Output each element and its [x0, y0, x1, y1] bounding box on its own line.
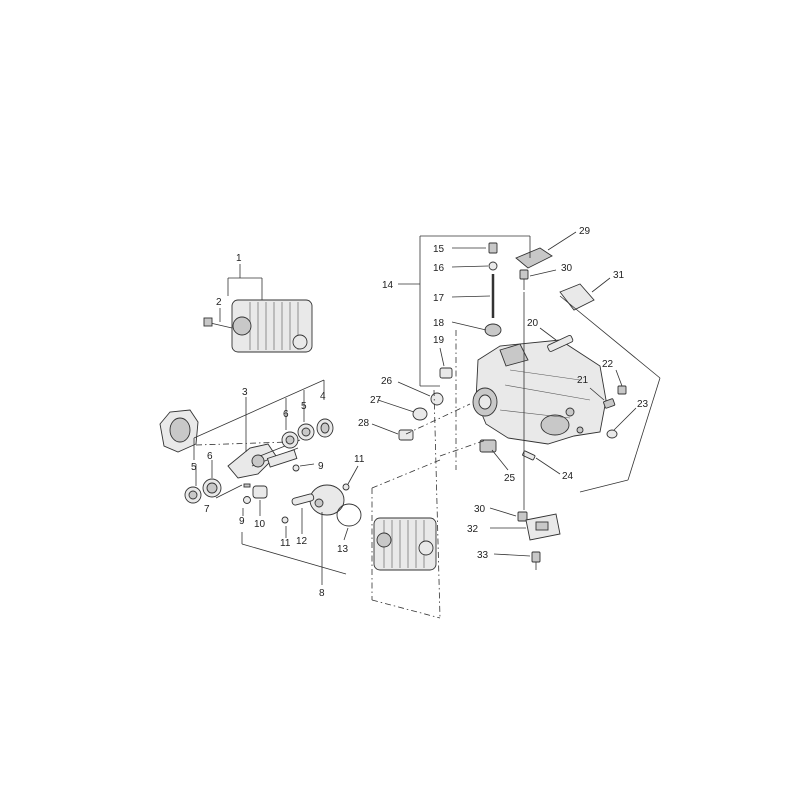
screw-30-lower	[517, 511, 528, 522]
callout-27: 27	[370, 395, 382, 406]
gasket-31	[559, 283, 595, 311]
callout-33: 33	[477, 550, 489, 561]
callout-24: 24	[562, 471, 574, 482]
callout-15: 15	[433, 244, 445, 255]
callout-32: 32	[467, 524, 479, 535]
circlip-9-lower	[243, 496, 251, 504]
cylinder-bottom	[373, 517, 437, 571]
seal-6-left	[202, 478, 222, 498]
callout-13: 13	[337, 544, 349, 555]
callout-31: 31	[613, 270, 625, 281]
cap-19	[439, 367, 453, 379]
callout-19: 19	[433, 335, 445, 346]
callout-2: 2	[216, 297, 222, 308]
piston-pin-12	[291, 493, 315, 506]
pin-clip-11-upper	[342, 483, 350, 491]
impulse-fitting-27	[412, 407, 428, 421]
screw-15	[488, 242, 498, 254]
bolt-2	[203, 317, 233, 329]
callout-11-lower: 11	[280, 538, 291, 549]
grommet-18	[484, 323, 502, 337]
bearing-5-left	[184, 486, 202, 504]
crankcase-main-body	[472, 339, 607, 445]
callout-6-lower: 6	[207, 451, 213, 462]
callout-16: 16	[433, 263, 445, 274]
screw-33	[531, 551, 541, 570]
callout-8: 8	[319, 588, 325, 599]
key-7	[243, 483, 251, 488]
callout-22: 22	[602, 359, 614, 370]
callout-9-upper: 9	[318, 461, 324, 472]
seal-6-right	[281, 431, 299, 449]
callout-1: 1	[236, 253, 242, 264]
callout-25: 25	[504, 473, 516, 484]
stud-20	[547, 334, 574, 352]
callout-3: 3	[242, 387, 248, 398]
pulse-fitting-26	[430, 392, 444, 406]
screw-24	[522, 450, 536, 461]
callout-29: 29	[579, 226, 591, 237]
bolt-21	[603, 398, 616, 409]
callout-4: 4	[320, 391, 326, 402]
callout-21: 21	[577, 375, 589, 386]
callout-7: 7	[204, 504, 210, 515]
pin-clip-11-lower	[281, 516, 289, 524]
clamp-16	[488, 261, 498, 271]
leader-lines	[193, 231, 661, 585]
bracket-25	[479, 439, 497, 453]
callout-labels: 1 2 3 4 5 6 5 6 7 9 9 10 11 11 12 13 8 1…	[191, 226, 649, 599]
callout-5-upper: 5	[301, 401, 307, 412]
callout-20: 20	[527, 318, 539, 329]
callout-23: 23	[637, 399, 649, 410]
assembly-center-lines	[195, 330, 487, 619]
needle-bearing-10	[252, 485, 268, 499]
plug-23	[606, 429, 618, 439]
cover-29	[515, 247, 553, 269]
screw-22	[617, 385, 627, 395]
callout-11-upper: 11	[354, 454, 365, 465]
callout-5-lower: 5	[191, 462, 197, 473]
callout-14: 14	[382, 280, 394, 291]
circlip-9-upper	[292, 464, 300, 472]
callout-17: 17	[433, 293, 445, 304]
piston-8	[309, 484, 345, 516]
bearing-4	[316, 418, 334, 438]
callout-26: 26	[381, 376, 393, 387]
bearing-5-right	[297, 423, 315, 441]
callout-28: 28	[358, 418, 370, 429]
callout-6-upper: 6	[283, 409, 289, 420]
callout-18: 18	[433, 318, 445, 329]
cylinder-top-left	[231, 299, 313, 353]
piston-ring-13	[336, 503, 362, 527]
plate-32	[525, 513, 561, 541]
callout-10: 10	[254, 519, 266, 530]
crankcase-left-half	[159, 409, 199, 453]
callout-9-lower: 9	[239, 516, 245, 527]
screw-30-upper	[519, 269, 529, 290]
callout-12: 12	[296, 536, 308, 547]
callout-30-lower: 30	[474, 504, 486, 515]
callout-30-upper: 30	[561, 263, 573, 274]
